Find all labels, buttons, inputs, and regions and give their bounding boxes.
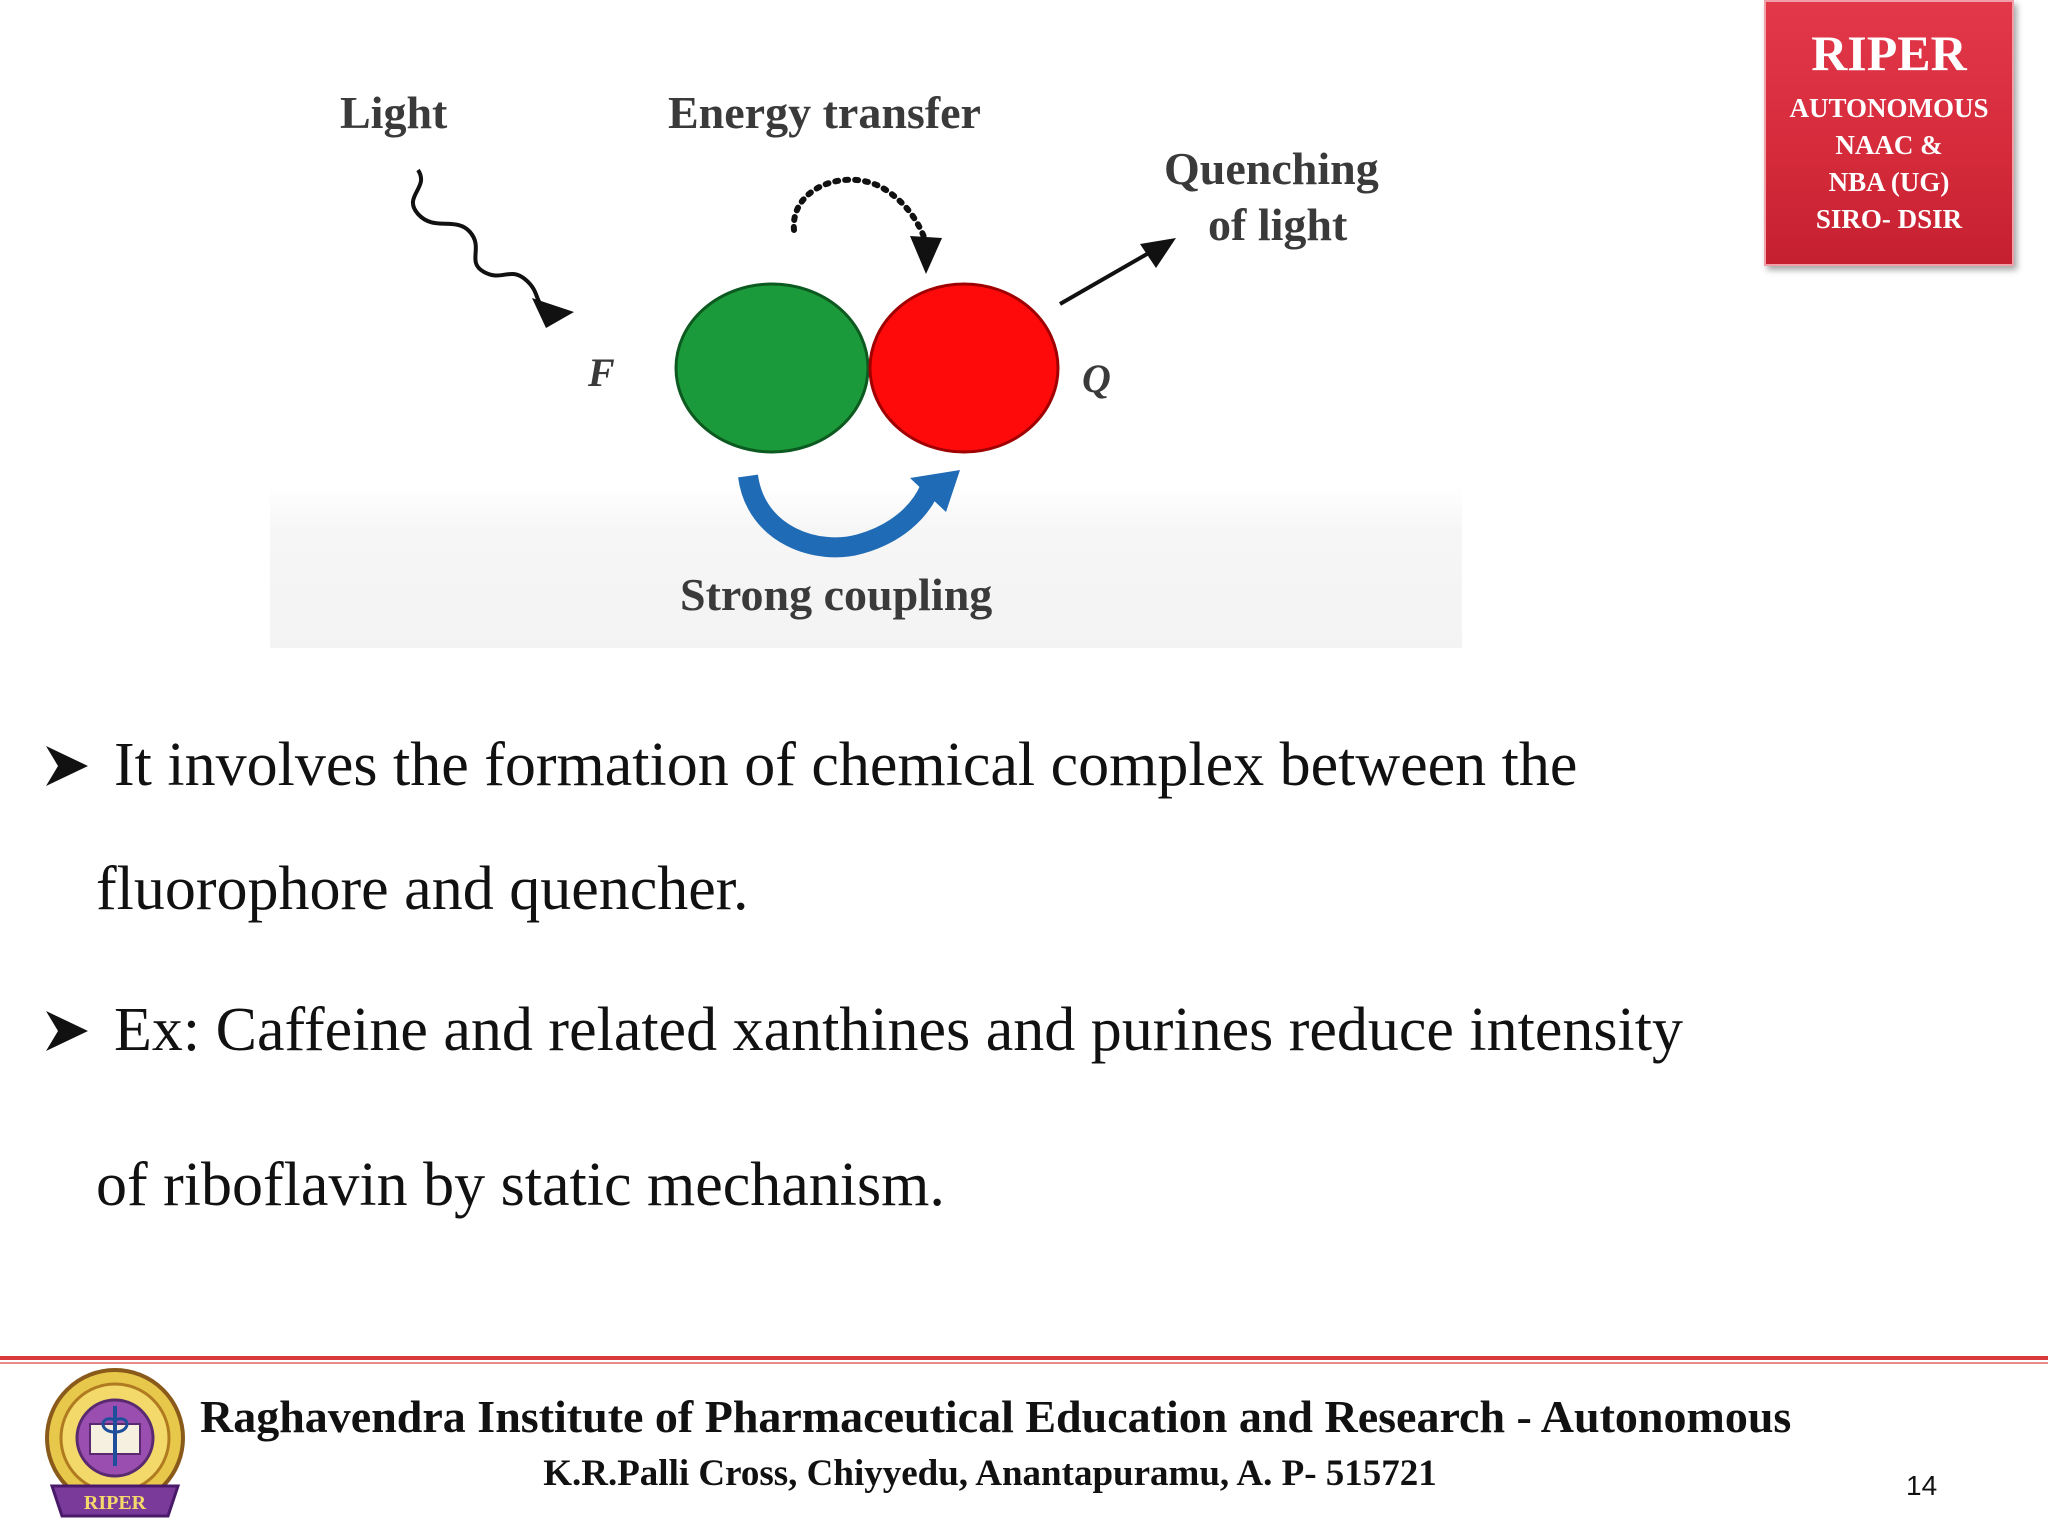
page-number: 14 <box>1906 1470 1938 1501</box>
bullet-list: It involves the formation of chemical co… <box>44 720 1984 1216</box>
institute-logo-icon: RIPER <box>45 1368 185 1518</box>
logo-text: RIPER <box>84 1492 147 1514</box>
energy-transfer-dotted-arrow <box>790 176 929 245</box>
footer-divider-accent <box>0 1362 2048 1364</box>
bullet-item: It involves the formation of chemical co… <box>44 734 1984 920</box>
bullet-line-2: fluorophore and quencher. <box>96 855 749 923</box>
bullet-line-1: It involves the formation of chemical co… <box>114 731 1578 799</box>
label-fluorophore-f: F <box>587 350 615 395</box>
quenching-arrow <box>1059 248 1155 306</box>
bullet-arrow-icon <box>46 1011 88 1051</box>
label-light: Light <box>340 87 448 138</box>
badge-line-autonomous: AUTONOMOUS <box>1789 93 1989 123</box>
quenching-diagram: Light Energy transfer Quenching of light… <box>270 66 1462 648</box>
accreditation-badge: RIPER AUTONOMOUS NAAC & NBA (UG) SIRO- D… <box>1764 0 2014 266</box>
strong-coupling-arrowhead-icon <box>910 470 960 512</box>
label-quencher-q: Q <box>1082 356 1111 401</box>
energy-transfer-arrowhead-icon <box>910 236 942 274</box>
quenching-arrowhead-icon <box>1140 238 1176 268</box>
strong-coupling-arrow <box>738 474 940 558</box>
institute-address: K.R.Palli Cross, Chiyyedu, Anantapuramu,… <box>543 1453 1437 1494</box>
badge-line-naac: NAAC & <box>1835 130 1943 160</box>
label-energy-transfer: Energy transfer <box>668 87 981 138</box>
label-strong-coupling: Strong coupling <box>680 569 992 620</box>
badge-line-nba: NBA (UG) <box>1828 167 1950 197</box>
badge-line-siro: SIRO- DSIR <box>1815 204 1963 234</box>
bullet-line-1: Ex: Caffeine and related xanthines and p… <box>114 996 1683 1064</box>
fluorophore-circle <box>674 282 870 454</box>
footer-divider <box>0 1356 2048 1360</box>
label-quenching-line2: of light <box>1208 199 1348 250</box>
label-quenching-line1: Quenching <box>1164 143 1379 194</box>
bullet-arrow-icon <box>46 746 88 786</box>
badge-title: RIPER <box>1811 25 1967 81</box>
institute-name: Raghavendra Institute of Pharmaceutical … <box>200 1391 1792 1442</box>
quencher-circle <box>868 282 1060 454</box>
light-wave-arrow <box>410 168 553 314</box>
bullet-item: Ex: Caffeine and related xanthines and p… <box>44 999 1984 1216</box>
light-arrowhead-icon <box>532 298 574 328</box>
bullet-line-2: of riboflavin by static mechanism. <box>96 1151 945 1219</box>
